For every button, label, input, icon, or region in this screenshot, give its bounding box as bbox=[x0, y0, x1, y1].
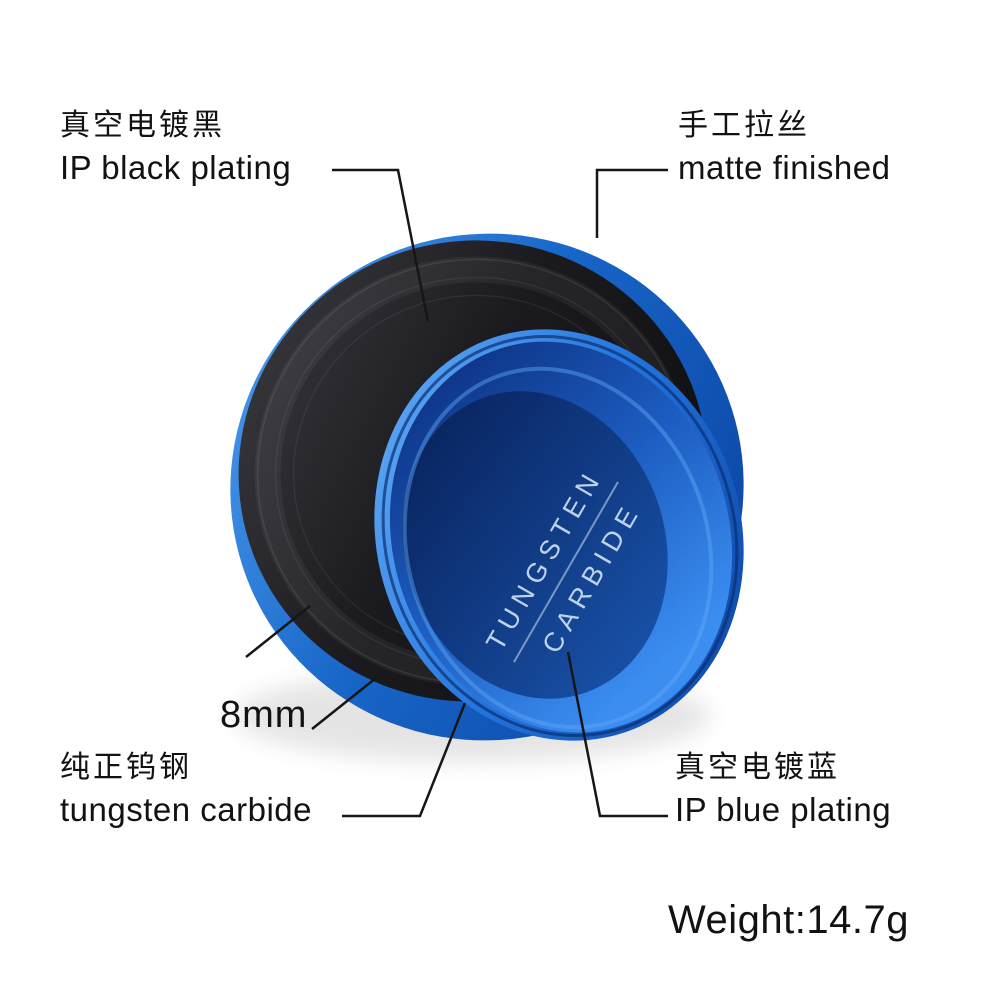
callout-top-left-zh: 真空电镀黑 bbox=[60, 109, 225, 142]
measure-tick-inner bbox=[311, 677, 377, 730]
callout-bottom-left-en: tungsten carbide bbox=[60, 791, 313, 828]
callout-bottom-left: 纯正钨钢 tungsten carbide bbox=[60, 748, 312, 832]
callout-top-right-en: matte finished bbox=[678, 149, 891, 186]
callout-top-left: 真空电镀黑 IP black plating bbox=[60, 106, 291, 190]
callout-top-right: 手工拉丝 matte finished bbox=[678, 106, 890, 190]
measure-tick-outer bbox=[245, 605, 311, 658]
callout-top-right-zh: 手工拉丝 bbox=[678, 109, 810, 142]
callout-line-bottom-right bbox=[566, 651, 668, 818]
weight-label: Weight:14.7g bbox=[668, 898, 909, 942]
ring-groove bbox=[381, 335, 739, 737]
ring-inner-shadow bbox=[402, 391, 668, 699]
callout-top-left-en: IP black plating bbox=[60, 149, 292, 186]
callout-bottom-right-zh: 真空电镀蓝 bbox=[675, 751, 840, 784]
callout-line-bottom-left bbox=[342, 702, 467, 818]
callout-bottom-left-zh: 纯正钨钢 bbox=[60, 751, 192, 784]
callout-bottom-right-en: IP blue plating bbox=[675, 791, 892, 828]
measurement-label: 8mm bbox=[220, 694, 308, 736]
callout-bottom-right: 真空电镀蓝 IP blue plating bbox=[675, 748, 891, 832]
ring-inner-highlight bbox=[402, 366, 714, 730]
engraving-divider bbox=[513, 481, 619, 663]
callout-line-top-right bbox=[595, 168, 668, 238]
callout-line-top-left bbox=[332, 168, 430, 323]
